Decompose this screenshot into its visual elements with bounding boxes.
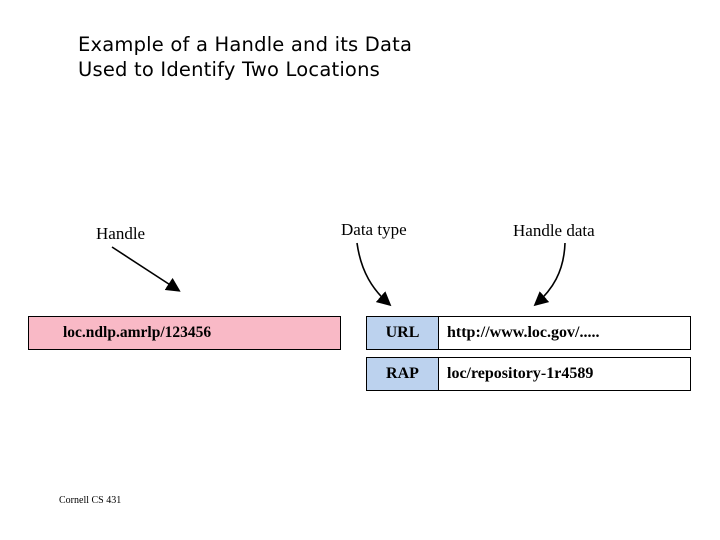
caption-data-type: Data type — [341, 220, 407, 239]
handle-box: loc.ndlp.amrlp/123456 — [28, 316, 341, 350]
table-row: RAP loc/repository-1r4589 — [366, 357, 691, 391]
footer-text: Cornell CS 431 — [59, 495, 122, 506]
table-row: URL http://www.loc.gov/..... — [366, 316, 691, 350]
arrow-handle-icon — [111, 246, 181, 292]
data-type-cell: URL — [367, 317, 439, 349]
arrow-handle-data-icon — [533, 242, 566, 307]
page-title: Example of a Handle and its Data Used to… — [78, 33, 413, 81]
handle-box-text: loc.ndlp.amrlp/123456 — [63, 324, 212, 341]
handle-data-cell: http://www.loc.gov/..... — [447, 324, 600, 341]
caption-handle: Handle — [96, 224, 146, 243]
data-type-cell: RAP — [367, 358, 439, 390]
handle-data-cell: loc/repository-1r4589 — [447, 365, 594, 382]
caption-handle-data: Handle data — [513, 221, 595, 240]
arrow-data-type-icon — [356, 242, 392, 307]
